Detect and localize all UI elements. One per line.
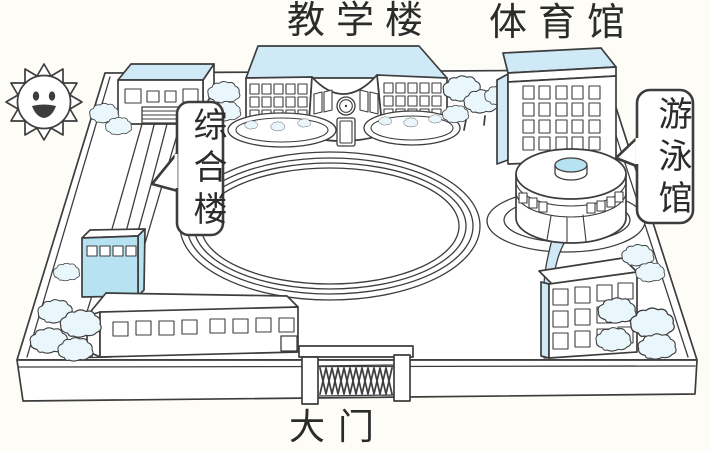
natatorium-windows xyxy=(518,191,624,214)
label-teaching-building: 教学楼 xyxy=(287,0,435,42)
gate-pillar-right xyxy=(393,354,411,402)
complex-building-windows xyxy=(124,88,199,104)
label-gymnasium: 体育馆 xyxy=(489,0,637,44)
teaching-building xyxy=(227,45,461,148)
gate-booth xyxy=(280,335,298,352)
southwest-building xyxy=(86,292,299,358)
west-blue-building-windows xyxy=(86,245,137,257)
speech-bubble-natatorium xyxy=(614,88,695,225)
label-main-gate: 大门 xyxy=(289,407,388,448)
tree xyxy=(442,75,515,131)
gate-accordion xyxy=(319,367,393,395)
gate-lintel xyxy=(298,345,414,358)
gymnasium-windows xyxy=(522,85,601,151)
gymnasium-building xyxy=(496,47,617,165)
sun-icon xyxy=(5,63,83,141)
main-gate xyxy=(280,335,414,405)
label-complex-building: 综合楼 xyxy=(187,107,227,233)
west-blue-building xyxy=(81,228,146,298)
gate-pillar-left xyxy=(301,356,319,405)
flower-beds xyxy=(227,110,461,148)
speech-bubble-complex xyxy=(150,100,225,237)
southwest-building-windows xyxy=(112,317,295,337)
label-natatorium: 游泳馆 xyxy=(652,96,692,222)
